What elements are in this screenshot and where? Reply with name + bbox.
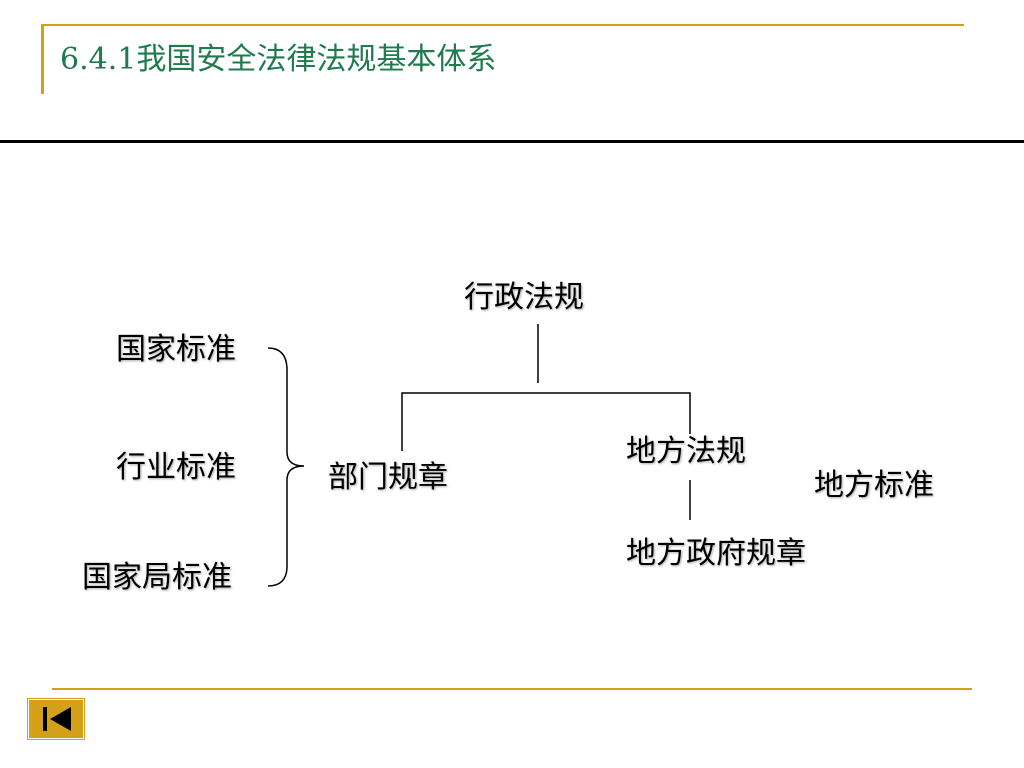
title-accent-left <box>41 24 44 94</box>
node-local-government-rules: 地方政府规章 <box>626 536 806 571</box>
connector-branch <box>401 392 691 451</box>
brace-standards <box>267 347 305 587</box>
node-national-standards: 国家标准 <box>116 332 236 367</box>
title-accent-top <box>42 24 964 26</box>
node-bureau-standards: 国家局标准 <box>82 560 232 595</box>
footer-divider <box>52 688 972 690</box>
node-industry-standards: 行业标准 <box>116 450 236 485</box>
node-departmental-rules: 部门规章 <box>328 460 448 495</box>
node-local-regulations: 地方法规 <box>626 434 746 469</box>
nav-first-slide-button[interactable] <box>27 698 85 740</box>
skip-back-icon <box>28 699 84 739</box>
page-title: 6.4.1我国安全法律法规基本体系 <box>60 42 497 77</box>
node-local-standards: 地方标准 <box>814 468 934 503</box>
title-divider <box>0 140 1024 143</box>
node-administrative-regulations: 行政法规 <box>464 280 584 315</box>
